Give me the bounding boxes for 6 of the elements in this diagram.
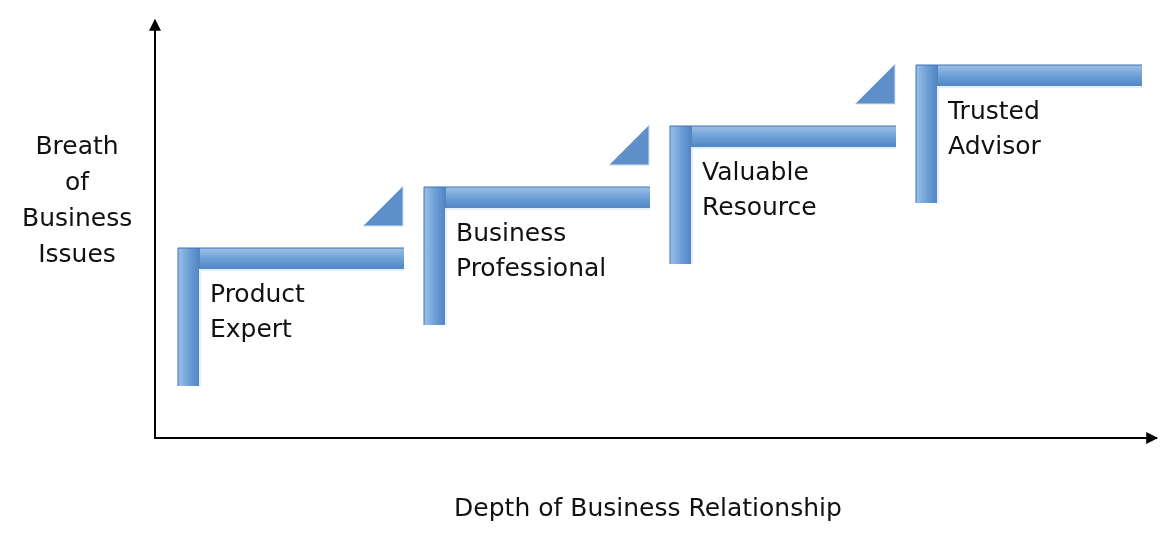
y-axis-label: Breath of Business Issues (22, 130, 132, 270)
step-label: Business Professional (456, 217, 608, 284)
step-label: Product Expert (210, 278, 306, 345)
step-label: Valuable Resource (702, 156, 818, 223)
x-axis-label: Depth of Business Relationship (453, 492, 843, 524)
step-label: Trusted Advisor (948, 95, 1042, 162)
